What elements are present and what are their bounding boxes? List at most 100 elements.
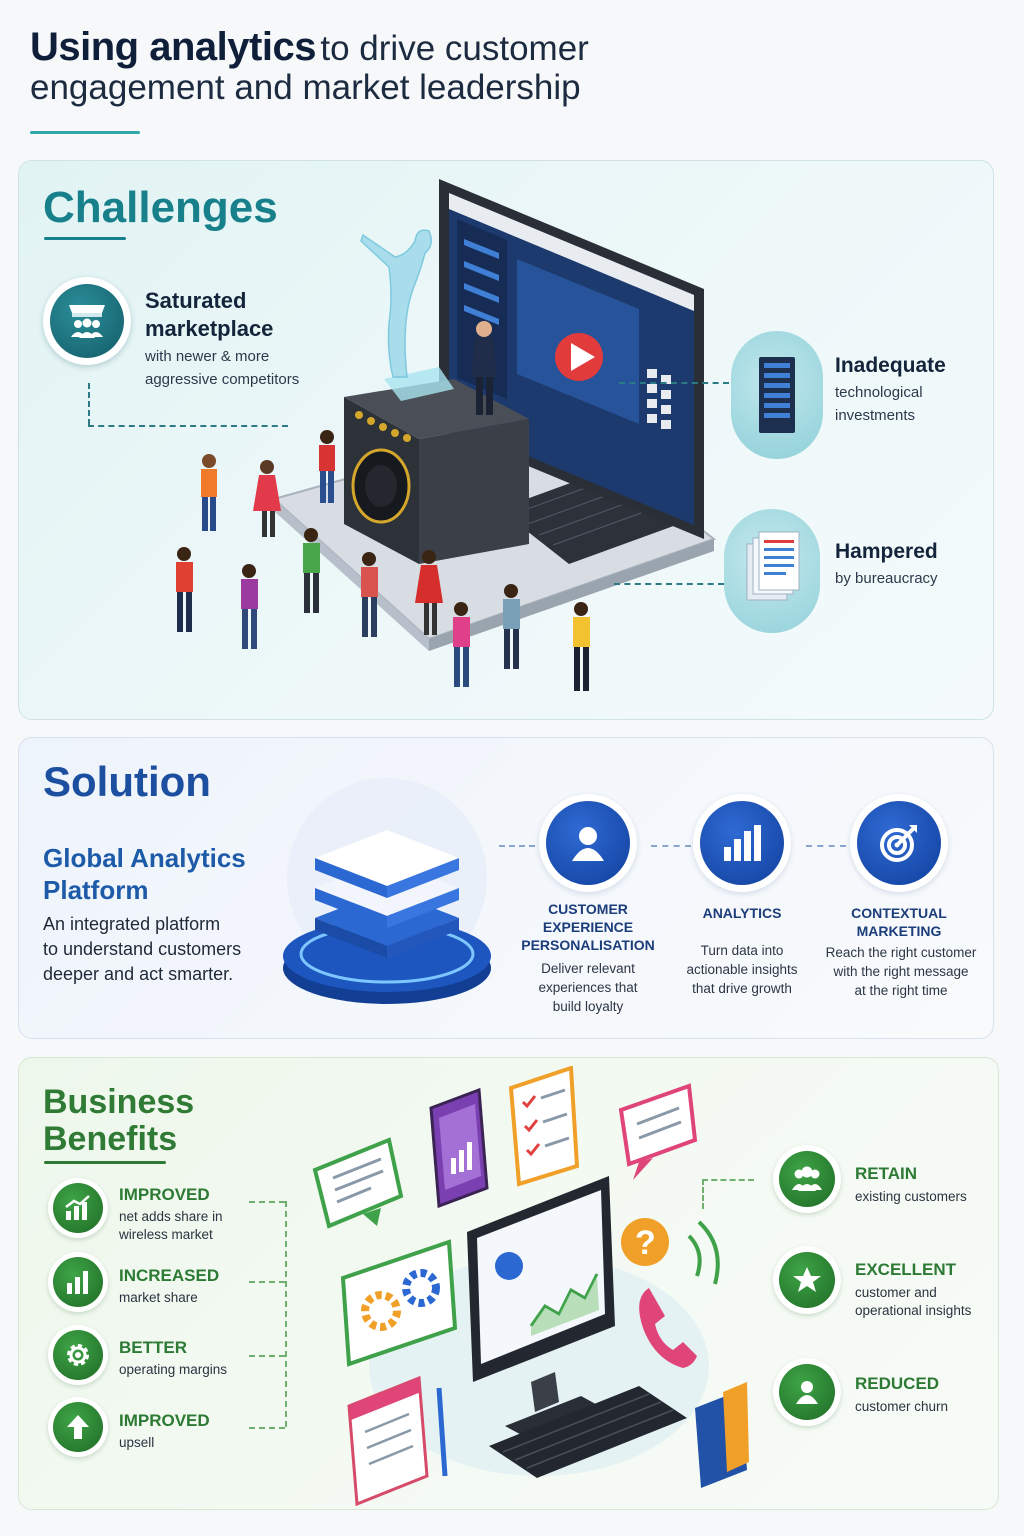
connector-line (249, 1427, 285, 1429)
storefront-icon (43, 277, 131, 365)
challenge-inadequate-sub: technological investments (835, 382, 923, 427)
page-title-bold: Using analytics (30, 25, 316, 69)
solution-title: Solution (43, 758, 211, 805)
title-underline (30, 131, 140, 134)
benefit-retain-head: RETAIN (855, 1164, 918, 1183)
platform-desc-line1: An integrated platform (43, 914, 221, 934)
connector-line (499, 845, 535, 847)
group-icon (773, 1145, 841, 1213)
challenge-saturated-head-line2: marketplace (145, 315, 274, 341)
bar-chart-icon (48, 1252, 108, 1312)
benefit-improved-upsell-sub: upsell (119, 1435, 155, 1450)
trend-up-chart-icon (48, 1178, 108, 1238)
benefit-excellent-sub-line2: operational insights (855, 1303, 972, 1319)
platform-title-line2: Platform (43, 875, 149, 906)
benefits-title-line1: Business (43, 1083, 195, 1121)
feature-contextual-marketing-head: CONTEXTUAL MARKETING (824, 904, 974, 940)
connector-line (249, 1201, 285, 1203)
challenges-underline (44, 237, 126, 240)
arrow-up-icon (48, 1397, 108, 1457)
target-icon (880, 825, 917, 862)
connector-line (702, 1179, 704, 1209)
feature-customer-experience-desc: Deliver relevant experiences that build … (513, 960, 663, 1017)
challenge-saturated-sub-line2: aggressive competitors (145, 370, 300, 388)
feature-1-head-line3: PERSONALISATION (521, 937, 655, 954)
benefit-better-sub: operating margins (119, 1362, 228, 1377)
feature-customer-experience-head: CUSTOMER EXPERIENCE PERSONALISATION (513, 900, 663, 955)
benefits-underline (44, 1161, 166, 1164)
feature-2-desc-line3: that drive growth (692, 980, 792, 996)
connector-line (806, 845, 846, 847)
connector-line (249, 1355, 285, 1357)
feature-1-desc-line2: experiences that (538, 979, 638, 995)
benefits-title-line2: Benefits (43, 1120, 178, 1159)
feature-1-head-line2: EXPERIENCE (542, 919, 634, 936)
platform-desc-line3: deeper and act smarter. (43, 964, 234, 985)
page-title-rest: to drive customer (320, 29, 589, 68)
server-rack-icon (731, 331, 823, 459)
platform-stack-icon (283, 778, 491, 1004)
challenges-panel: Challenges Saturated marketplace with ne… (18, 160, 994, 720)
benefit-excellent-sub-line1: customer and (855, 1285, 937, 1300)
benefit-improved-net-sub: net adds share in wireless market (119, 1208, 223, 1244)
platform-title-line1: Global Analytics (43, 843, 246, 873)
svg-text:?: ? (635, 1224, 656, 1262)
user-icon (773, 1358, 841, 1426)
challenge-inadequate-head: Inadequate (835, 354, 946, 377)
page-title: Using analytics to drive customer engage… (30, 25, 730, 108)
analytics-icon (693, 794, 791, 892)
challenge-saturated-head-line1: Saturated (145, 288, 247, 313)
platform-description: An integrated platform to understand cus… (43, 912, 273, 988)
business-tools-illustration: ? (312, 1066, 749, 1506)
customer-experience-icon (539, 794, 637, 892)
feature-3-head-line1: CONTEXTUAL (851, 905, 947, 921)
benefit-1-sub-line2: wireless market (119, 1227, 213, 1243)
connector-line (651, 845, 691, 847)
feature-3-head-line2: MARKETING (856, 923, 942, 940)
feature-1-head-line1: CUSTOMER (548, 901, 628, 917)
challenge-saturated-sub-line1: with newer & more (145, 348, 270, 365)
benefit-increased-head: INCREASED (119, 1266, 220, 1285)
benefit-improved-net-head: IMPROVED (119, 1185, 210, 1204)
feature-analytics-desc: Turn data into actionable insights that … (667, 942, 817, 999)
connector-line (619, 382, 729, 384)
bar-chart-icon (724, 825, 761, 861)
benefit-excellent-head: EXCELLENT (855, 1260, 957, 1279)
benefit-retain-sub: existing customers (855, 1189, 967, 1204)
connector-line (285, 1201, 287, 1427)
benefits-panel: Business Benefits IMPROVED net adds shar… (18, 1057, 999, 1510)
benefit-1-sub-line1: net adds share in (119, 1209, 223, 1224)
benefit-excellent-sub: customer and operational insights (855, 1284, 971, 1320)
feature-contextual-marketing-desc: Reach the right customer with the right … (820, 944, 982, 1001)
connector-line (249, 1281, 285, 1283)
connector-line (88, 383, 90, 425)
platform-desc-line2: to understand customers (43, 939, 242, 960)
feature-1-desc-line1: Deliver relevant (541, 961, 635, 976)
feature-analytics-head: ANALYTICS (702, 905, 782, 921)
solution-panel: Solution Global Analytics Platform An in… (18, 737, 994, 1039)
feature-3-desc-line2: with the right message (833, 963, 969, 979)
connector-line (702, 1179, 754, 1181)
feature-2-desc-line1: Turn data into (700, 943, 784, 958)
feature-1-desc-line3: build loyalty (552, 998, 624, 1014)
challenge-hampered-head: Hampered (835, 540, 938, 563)
connector-line (88, 425, 288, 427)
user-icon (572, 827, 604, 861)
challenge-hampered-sub: by bureaucracy (835, 570, 938, 587)
benefit-better-head: BETTER (119, 1338, 187, 1357)
gear-icon (48, 1325, 108, 1385)
platform-title: Global Analytics Platform (43, 842, 273, 906)
connector-line (614, 583, 724, 585)
benefit-reduced-sub: customer churn (855, 1399, 949, 1414)
marketplace-illustration (176, 179, 717, 691)
challenge-inadequate-sub-line1: technological (835, 384, 923, 401)
challenge-saturated-sub: with newer & more aggressive competitors (145, 346, 299, 391)
challenge-inadequate-sub-line2: investments (835, 406, 916, 424)
contextual-marketing-icon (850, 794, 948, 892)
benefits-title: Business Benefits (43, 1083, 243, 1159)
benefit-increased-sub: market share (119, 1290, 198, 1305)
challenge-saturated-head: Saturated marketplace (145, 287, 273, 342)
benefit-reduced-head: REDUCED (855, 1374, 940, 1393)
page-title-line2: engagement and market leadership (30, 68, 581, 108)
documents-icon (724, 509, 820, 633)
